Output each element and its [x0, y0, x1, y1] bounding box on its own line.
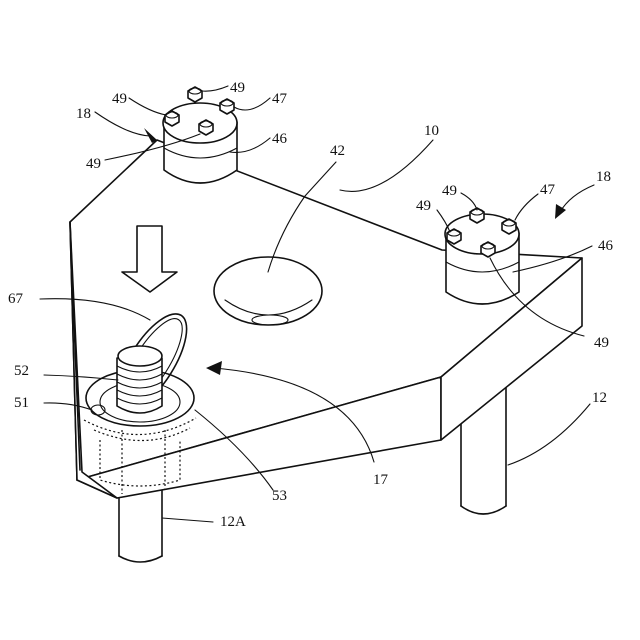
label-10: 10	[424, 123, 439, 139]
label-18-right: 18	[596, 169, 611, 185]
label-49-left-lower: 49	[86, 156, 101, 172]
label-47-left: 47	[272, 91, 288, 107]
bolt-icon	[220, 99, 234, 114]
bolt-icon	[199, 120, 213, 135]
label-42: 42	[330, 143, 345, 159]
label-46-left: 46	[272, 131, 288, 147]
label-12a: 12A	[220, 514, 246, 530]
label-49-right-side: 49	[416, 198, 431, 214]
clamp-unit-left	[163, 87, 237, 183]
label-49-right-top: 49	[442, 183, 457, 199]
label-12: 12	[592, 390, 607, 406]
leg-12a	[119, 486, 162, 562]
label-46-right: 46	[598, 238, 614, 254]
label-18-left: 18	[76, 106, 91, 122]
label-49-left-side: 49	[112, 91, 127, 107]
label-17: 17	[373, 472, 389, 488]
label-51: 51	[14, 395, 29, 411]
label-49-left-top: 49	[230, 80, 245, 96]
label-49-right-lower: 49	[594, 335, 609, 351]
bolt-icon	[481, 242, 495, 257]
bolt-icon	[188, 87, 202, 102]
label-47-right: 47	[540, 182, 556, 198]
bolt-icon	[502, 219, 516, 234]
clamp-unit-right	[445, 208, 519, 304]
bolt-icon	[165, 111, 179, 126]
label-53: 53	[272, 488, 287, 504]
label-52: 52	[14, 363, 29, 379]
label-67: 67	[8, 291, 24, 307]
